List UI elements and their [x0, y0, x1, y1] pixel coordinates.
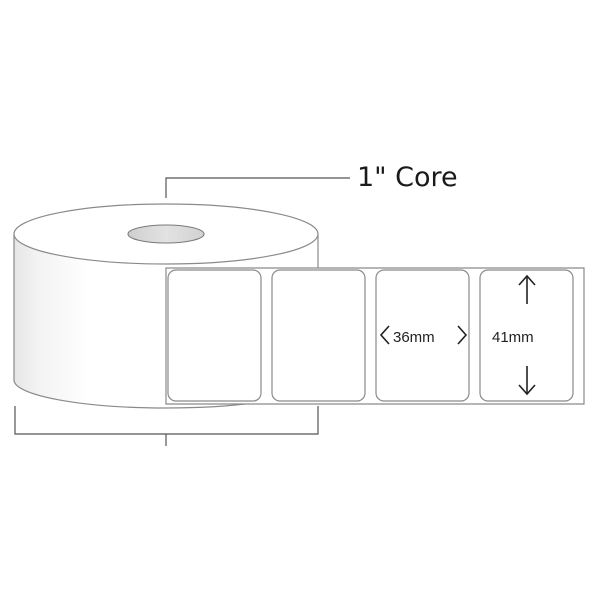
label-1: [167, 269, 262, 402]
label-width-value: 36mm: [393, 329, 435, 346]
arrow-down-icon: [518, 366, 536, 396]
width-dimension: 36mm: [379, 325, 468, 346]
chevron-left-icon: [379, 325, 390, 345]
label-3: [375, 269, 470, 402]
core-hole: [127, 224, 205, 244]
core-size-label: 1" Core: [357, 162, 458, 193]
arrow-up-icon: [518, 274, 536, 304]
core-leader-line: [165, 177, 350, 198]
label-height-value: 41mm: [492, 329, 534, 346]
label-4: [479, 269, 574, 402]
height-dimension: 41mm: [492, 274, 536, 396]
chevron-right-icon: [457, 325, 468, 345]
label-2: [271, 269, 366, 402]
roll-width-bracket: [14, 406, 319, 435]
